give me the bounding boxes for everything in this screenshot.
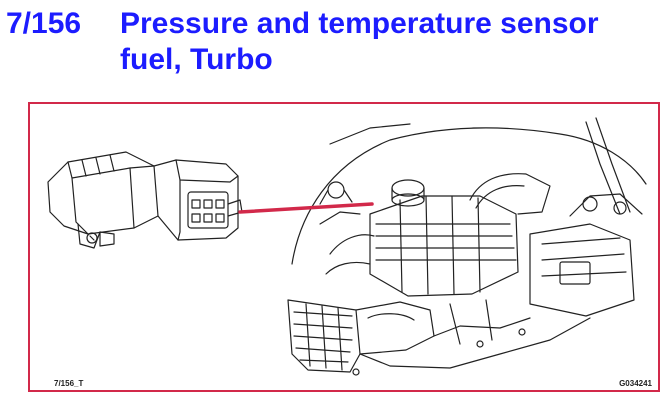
section-code: 7/156 bbox=[6, 7, 82, 40]
illustration bbox=[47, 117, 647, 376]
engine-bay-drawing bbox=[287, 117, 647, 376]
figure-ref-left: 7/156_T bbox=[54, 379, 84, 388]
figure-ref-right: G034241 bbox=[619, 379, 652, 388]
illustration-frame: 7/156_T G034241 bbox=[28, 102, 660, 392]
title-line-1: Pressure and temperature sensor bbox=[120, 7, 599, 40]
page-title: Pressure and temperature sensor fuel, Tu… bbox=[120, 6, 672, 78]
pointer-line bbox=[238, 202, 374, 214]
title-line-2: fuel, Turbo bbox=[120, 43, 273, 76]
sensor-drawing bbox=[47, 151, 243, 249]
